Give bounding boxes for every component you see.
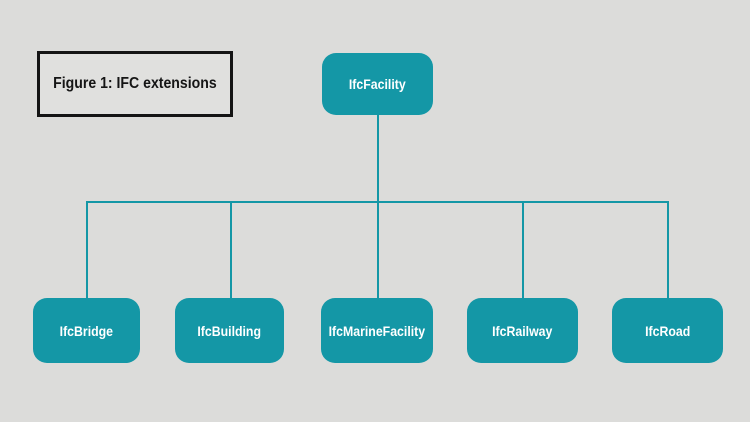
connector-drop-ifcroad: [666, 201, 669, 298]
connector-drop-ifcmarinefacility: [376, 201, 379, 298]
figure-caption-box: Figure 1: IFC extensions: [37, 51, 233, 117]
node-ifcrailway-label: IfcRailway: [492, 322, 553, 339]
connector-drop-ifcbuilding: [229, 201, 232, 298]
node-ifcroad-label: IfcRoad: [644, 322, 691, 339]
node-ifcfacility: IfcFacility: [322, 53, 433, 115]
node-ifcbridge-label: IfcBridge: [59, 322, 114, 339]
node-ifcbuilding-label: IfcBuilding: [197, 322, 262, 339]
node-ifcroad: IfcRoad: [612, 298, 723, 363]
connector-drop-ifcrailway: [521, 201, 524, 298]
connector-root-trunk: [376, 114, 379, 203]
node-ifcmarinefacility: IfcMarineFacility: [321, 298, 433, 363]
node-ifcmarinefacility-label: IfcMarineFacility: [328, 322, 426, 339]
connector-drop-ifcbridge: [85, 201, 88, 298]
node-ifcbridge: IfcBridge: [33, 298, 140, 363]
node-ifcrailway: IfcRailway: [467, 298, 578, 363]
node-ifcfacility-label: IfcFacility: [349, 76, 406, 92]
node-ifcbuilding: IfcBuilding: [175, 298, 284, 363]
figure-caption: Figure 1: IFC extensions: [53, 75, 217, 92]
